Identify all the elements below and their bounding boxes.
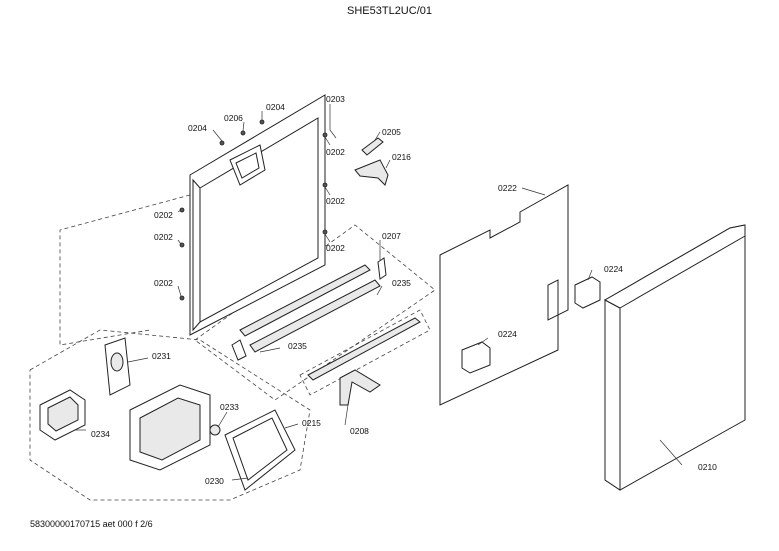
diagram-title: SHE53TL2UC/01	[347, 5, 432, 17]
label-0230: 0230	[205, 476, 224, 486]
label-0203: 0203	[326, 94, 345, 104]
dispenser-cover-0231	[104, 337, 131, 396]
label-0202-right-3: 0202	[326, 243, 345, 253]
label-0222: 0222	[498, 183, 517, 193]
label-0202-left-3: 0202	[154, 278, 173, 288]
label-0202-left-1: 0202	[154, 210, 173, 220]
label-0207: 0207	[382, 231, 401, 241]
inner-door-frame	[189, 94, 326, 336]
label-0233: 0233	[220, 402, 239, 412]
assembly-outline-inner-door	[59, 194, 191, 346]
assembly-outline-hinge-group	[299, 309, 431, 396]
bracket-part-0205	[361, 137, 384, 156]
rail-assembly	[231, 257, 387, 361]
gasket-frame-0230	[224, 409, 296, 491]
leader-lines	[75, 104, 683, 481]
label-0224-lower: 0224	[498, 329, 517, 339]
hinge-assembly	[307, 317, 421, 406]
assembly-outline-rail-group	[194, 224, 436, 401]
label-0231: 0231	[152, 351, 171, 361]
label-0202-left-2: 0202	[154, 232, 173, 242]
diagram-footer-code: 58300000170715 aet 000 f 2/6	[30, 519, 153, 529]
label-0224-upper: 0224	[604, 264, 623, 274]
label-0202-right-2: 0202	[326, 196, 345, 206]
knob-0233	[209, 424, 221, 436]
assembly-outline-dispenser-group	[29, 329, 311, 501]
label-0204-left: 0204	[188, 123, 207, 133]
label-0204-right: 0204	[266, 102, 285, 112]
control-module-0234	[39, 389, 86, 441]
label-0210: 0210	[698, 462, 717, 472]
label-0202-right-1: 0202	[326, 147, 345, 157]
label-0205: 0205	[382, 127, 401, 137]
label-0206: 0206	[224, 113, 243, 123]
dispenser-unit-0215	[129, 384, 211, 471]
inner-panel	[439, 184, 569, 406]
label-0235-right: 0235	[392, 278, 411, 288]
label-0216: 0216	[392, 152, 411, 162]
spacer-block-upper	[574, 276, 601, 309]
outer-door-panel	[603, 224, 746, 491]
label-0234: 0234	[91, 429, 110, 439]
label-0208: 0208	[350, 426, 369, 436]
label-0215: 0215	[302, 418, 321, 428]
label-0235-left: 0235	[288, 341, 307, 351]
bracket-part-0216	[354, 159, 389, 186]
